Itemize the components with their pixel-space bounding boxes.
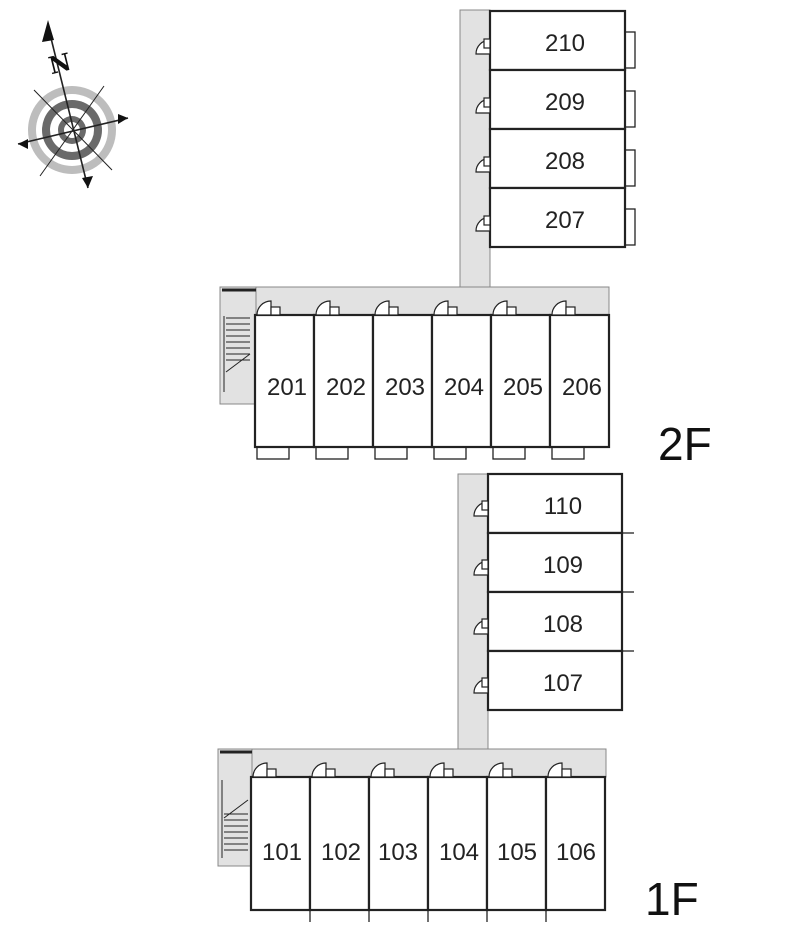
stairs-2f-icon: [222, 288, 256, 392]
unit-108: 108: [473, 590, 634, 653]
unit-210: 210: [475, 9, 636, 72]
unit-105: 105: [485, 762, 548, 922]
unit-label: 109: [543, 552, 583, 579]
unit-205: 205: [489, 300, 552, 460]
unit-206: 206: [548, 300, 611, 460]
corridor-2f-vertical: [459, 9, 491, 298]
unit-label: 201: [267, 374, 307, 401]
unit-label: 209: [545, 89, 585, 116]
unit-207: 207: [475, 186, 636, 249]
corridor-2f-horizontal: [219, 286, 610, 316]
unit-110: 110: [473, 472, 634, 535]
unit-label: 210: [545, 30, 585, 57]
unit-label: 102: [321, 839, 361, 866]
stair-landing-2f: [219, 286, 257, 405]
unit-204: 204: [430, 300, 493, 460]
unit-label: 203: [385, 374, 425, 401]
unit-202: 202: [312, 300, 375, 460]
unit-label: 207: [545, 207, 585, 234]
unit-label: 106: [556, 839, 596, 866]
floor-1f: 110 109 108 107 101: [217, 472, 699, 925]
unit-label: 108: [543, 611, 583, 638]
unit-label: 110: [544, 493, 582, 520]
compass-rose-icon: N: [17, 20, 129, 189]
unit-101: 101: [249, 762, 312, 922]
floor-label-1f: 1F: [645, 873, 699, 925]
corridor-1f-horizontal: [217, 748, 607, 778]
unit-label: 202: [326, 374, 366, 401]
unit-label: 105: [497, 839, 537, 866]
stairs-1f-icon: [220, 750, 252, 858]
unit-label: 205: [503, 374, 543, 401]
unit-label: 101: [262, 839, 302, 866]
unit-104: 104: [426, 762, 489, 922]
floor-label-2f: 2F: [658, 418, 712, 470]
unit-107: 107: [473, 649, 624, 712]
compass-north-label: N: [46, 47, 74, 80]
unit-label: 206: [562, 374, 602, 401]
unit-203: 203: [371, 300, 434, 460]
unit-106: 106: [544, 762, 607, 912]
unit-102: 102: [308, 762, 371, 922]
unit-label: 104: [439, 839, 479, 866]
unit-109: 109: [473, 531, 634, 594]
unit-label: 208: [545, 148, 585, 175]
unit-label: 204: [444, 374, 484, 401]
unit-label: 103: [378, 839, 418, 866]
unit-103: 103: [367, 762, 430, 922]
stair-landing-1f: [217, 748, 253, 867]
unit-201: 201: [253, 300, 316, 460]
unit-208: 208: [475, 127, 636, 190]
unit-label: 107: [543, 670, 583, 697]
unit-209: 209: [475, 68, 636, 131]
floor-2f: 210 209 208 207 20: [219, 9, 712, 470]
